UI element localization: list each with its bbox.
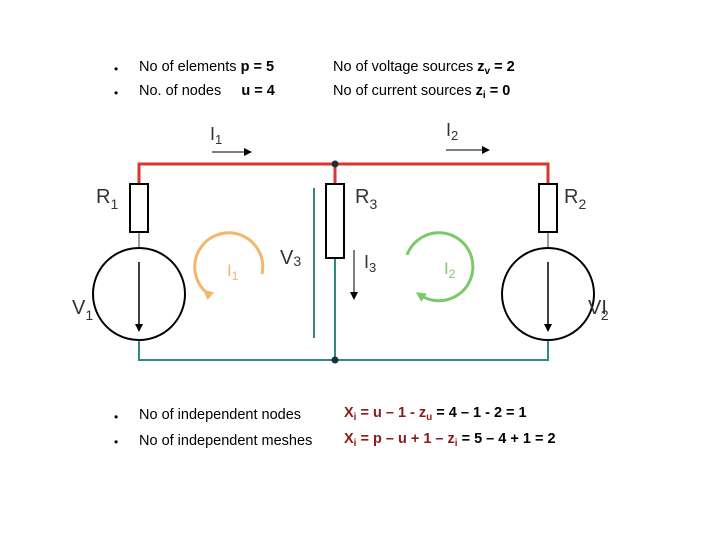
indep-meshes-eq1: = p – u + 1 – z xyxy=(356,431,455,447)
voltage-sources-count: No of voltage sources zv = 2 xyxy=(333,59,515,77)
cs-text: No of current sources xyxy=(333,83,476,99)
label-r1: R1 xyxy=(96,186,118,212)
label-mesh-i2: I2 xyxy=(444,259,456,281)
nodes-eq: u = 4 xyxy=(241,83,275,99)
node-bottom xyxy=(331,356,339,364)
resistor-r3 xyxy=(325,183,345,259)
node-top xyxy=(331,160,339,168)
indep-nodes-xsub: i xyxy=(353,412,357,423)
indep-meshes-zsub: i xyxy=(454,438,458,449)
label-r2: R2 xyxy=(564,186,586,212)
resistor-r2 xyxy=(538,183,558,233)
indep-meshes-text: No of independent meshes xyxy=(139,433,313,449)
cs-val: = 0 xyxy=(485,83,511,99)
nodes-text: No. of nodes xyxy=(139,83,226,99)
vs-sub: v xyxy=(484,66,491,77)
label-i3: I3 xyxy=(364,252,376,275)
bottom-wire xyxy=(138,188,549,361)
vs-val: = 2 xyxy=(490,59,515,75)
independent-nodes-formula: Xi = u – 1 - zu = 4 – 1 - 2 = 1 xyxy=(344,405,527,423)
label-v3: V3 xyxy=(280,247,301,269)
label-v2: VI2 xyxy=(588,297,609,323)
source-v1 xyxy=(92,247,186,341)
label-i2: I2 xyxy=(446,120,458,143)
elements-count: No of elements p = 5 xyxy=(139,59,274,75)
independent-nodes-line: No of independent nodes xyxy=(139,407,301,423)
label-i1: I1 xyxy=(210,124,222,147)
cs-sub: i xyxy=(482,90,486,101)
indep-meshes-x: X xyxy=(344,431,354,447)
nodes-count: No. of nodes u = 4 xyxy=(139,83,275,99)
vs-z: z xyxy=(477,59,485,75)
mesh-loop-1 xyxy=(193,231,265,301)
indep-nodes-eq3: = 4 – 1 - 2 = 1 xyxy=(432,405,527,421)
label-r3: R3 xyxy=(355,186,377,212)
indep-nodes-x: X xyxy=(344,405,354,421)
independent-meshes-line: No of independent meshes xyxy=(139,433,312,449)
indep-nodes-text: No of independent nodes xyxy=(139,407,302,423)
connector-wires xyxy=(138,232,549,248)
current-sources-count: No of current sources zi = 0 xyxy=(333,83,510,101)
top-wire xyxy=(137,162,550,184)
vs-text: No of voltage sources xyxy=(333,59,478,75)
indep-meshes-xsub: i xyxy=(353,438,357,449)
bullet-2: • xyxy=(114,86,119,100)
bullet-3: • xyxy=(114,410,119,424)
indep-meshes-eq2: = 5 – 4 + 1 = 2 xyxy=(457,431,556,447)
bullet-4: • xyxy=(114,435,119,449)
label-v1: V1 xyxy=(72,297,93,323)
indep-nodes-eq1: = xyxy=(356,405,373,421)
label-mesh-i1: I1 xyxy=(227,261,239,283)
cs-z: z xyxy=(475,83,483,99)
indep-nodes-eq2: u – 1 - z xyxy=(372,405,427,421)
independent-meshes-formula: Xi = p – u + 1 – zi = 5 – 4 + 1 = 2 xyxy=(344,431,556,449)
resistor-r1 xyxy=(129,183,149,233)
bullet-1: • xyxy=(114,62,119,76)
indep-nodes-zsub: u xyxy=(426,412,433,423)
elements-eq: p = 5 xyxy=(240,59,275,75)
elements-text: No of elements xyxy=(139,59,241,75)
mesh-loop-2 xyxy=(405,231,475,303)
source-v2 xyxy=(501,247,595,341)
